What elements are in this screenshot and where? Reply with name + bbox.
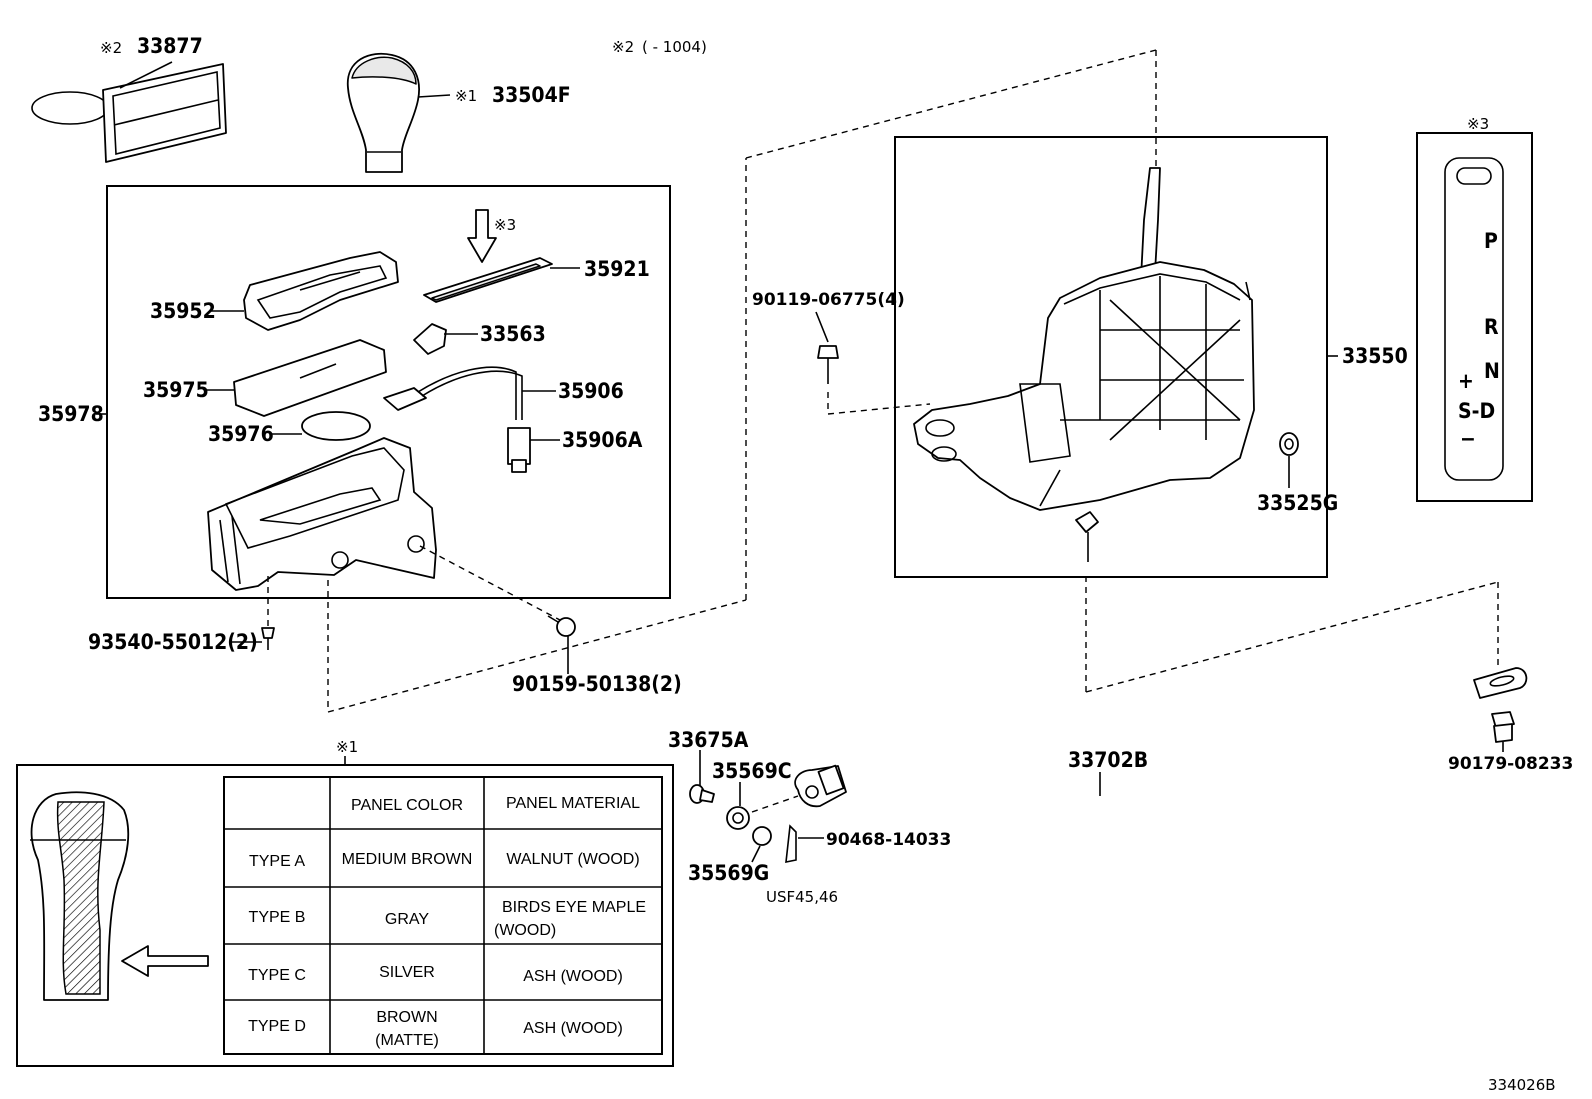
assembly-box-35978 (106, 185, 671, 599)
gate-panel (1416, 132, 1533, 502)
table-row-d-color-line2: (MATTE) (375, 1032, 439, 1049)
table-row-b-material-line1: BIRDS EYE MAPLE (502, 899, 646, 916)
callout-35906A: 35906A (562, 428, 643, 452)
bolt-33675A-icon (689, 784, 715, 804)
marker-1-table: ※1 (336, 738, 358, 756)
callout-33525G: 33525G (1257, 491, 1338, 515)
marker-1: ※1 (455, 87, 477, 105)
callout-33563: 33563 (480, 322, 546, 346)
callout-90179: 90179-08233 (1448, 754, 1573, 774)
table-row-d-type: TYPE D (248, 1018, 306, 1035)
callout-33550: 33550 (1342, 344, 1408, 368)
callout-33504F: 33504F (492, 83, 571, 107)
gate-letter-n: N (1484, 359, 1500, 383)
gate-letter-p: P (1484, 229, 1498, 253)
marker-3: ※3 (494, 216, 516, 234)
table-row-b-color: GRAY (385, 911, 429, 928)
table-header-material: PANEL MATERIAL (506, 795, 640, 812)
gate-minus: − (1460, 427, 1476, 451)
table-row-c-material: ASH (WOOD) (523, 968, 623, 985)
part-35921 (423, 257, 553, 303)
callout-33877: 33877 (137, 34, 203, 58)
table-row-b-type: TYPE B (249, 909, 306, 926)
callout-35978: 35978 (38, 402, 104, 426)
panel-table (223, 776, 663, 1055)
table-header-color: PANEL COLOR (351, 797, 463, 814)
part-35906A (507, 427, 531, 473)
figure-id: 334026B (1488, 1076, 1556, 1094)
marker-3-panel: ※3 (1467, 115, 1489, 133)
part-35975 (233, 339, 387, 417)
callout-35952: 35952 (150, 299, 216, 323)
note-range: ( - 1004) (642, 38, 707, 56)
table-row-c-color: SILVER (379, 964, 435, 981)
gate-letter-r: R (1484, 315, 1499, 339)
table-row-a-type: TYPE A (249, 853, 305, 870)
table-panel (16, 764, 674, 1067)
part-35952 (243, 251, 399, 331)
callout-90468: 90468-14033 (826, 830, 951, 850)
gate-plus: + (1458, 369, 1474, 393)
gate-letter-sd: S-D (1458, 399, 1495, 423)
shift-cable-33702B (794, 667, 1528, 808)
callout-33702B: 33702B (1068, 748, 1148, 772)
bushing-35569C-icon (726, 806, 750, 830)
callout-35569G: 35569G (688, 861, 769, 885)
clip-90468-icon (785, 824, 797, 863)
shift-lever-assembly (913, 167, 1255, 562)
callout-90159: 90159-50138(2) (512, 672, 682, 696)
down-arrow-icon (467, 209, 497, 263)
table-row-d-color-line1: BROWN (376, 1009, 437, 1026)
callout-35569C: 35569C (712, 759, 792, 783)
shift-knob-33504F (347, 52, 451, 173)
table-row-c-type: TYPE C (248, 967, 306, 984)
part-35906 (383, 366, 523, 420)
table-row-a-color: MEDIUM BROWN (342, 851, 473, 868)
callout-33675A: 33675A (668, 728, 749, 752)
assembly-box-33550 (894, 136, 1328, 578)
screw-93540-icon (261, 627, 275, 650)
table-row-d-material: ASH (WOOD) (523, 1020, 623, 1037)
usf-note: USF45,46 (766, 888, 838, 906)
callout-90119: 90119-06775(4) (752, 290, 905, 310)
bolt-90119-icon (817, 345, 839, 384)
label-sticker-33877 (31, 61, 227, 163)
table-row-a-material: WALNUT (WOOD) (506, 851, 639, 868)
left-arrow-icon (121, 945, 209, 977)
gate-slot (1444, 157, 1504, 481)
bolt-90159-icon (547, 615, 576, 637)
knob-illustration (30, 791, 130, 1001)
callout-35975: 35975 (143, 378, 209, 402)
marker-2: ※2 (100, 39, 122, 57)
table-row-b-material-line2: (WOOD) (494, 922, 556, 939)
console-base (207, 437, 437, 591)
part-35976 (301, 411, 371, 441)
callout-35906: 35906 (558, 379, 624, 403)
note-ref-2: ※2 (612, 38, 634, 56)
washer-33525G-icon (1279, 432, 1299, 456)
callout-93540: 93540-55012(2) (88, 630, 258, 654)
callout-35976: 35976 (208, 422, 274, 446)
callout-35921: 35921 (584, 257, 650, 281)
part-33563 (413, 323, 447, 355)
nut-90179-icon (1491, 711, 1515, 743)
bushing-35569G-icon (752, 826, 772, 846)
